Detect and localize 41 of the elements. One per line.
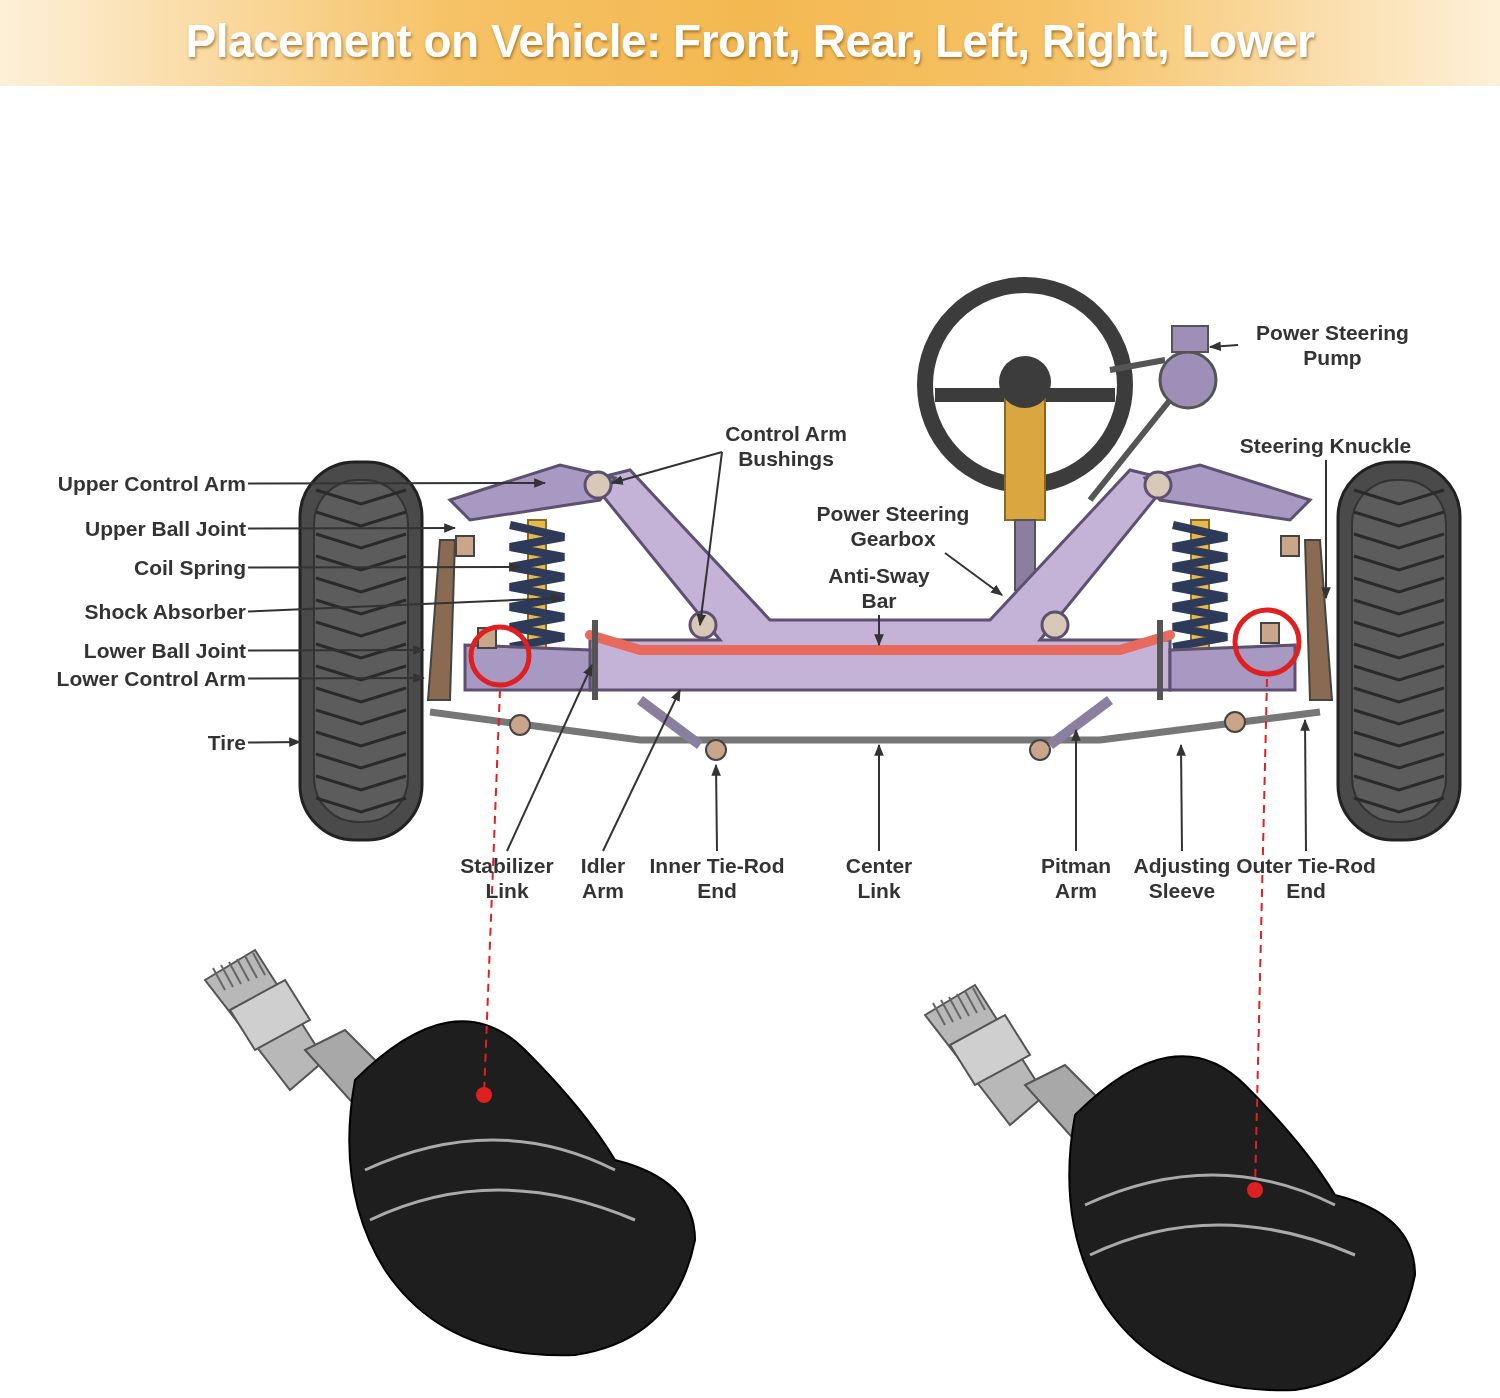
leader-line (247, 562, 522, 572)
leader-line (944, 552, 1003, 596)
leader-line (602, 688, 681, 852)
leader-line (247, 478, 547, 488)
leader-line (711, 763, 721, 852)
part-label: Upper Ball Joint (60, 516, 246, 541)
leader-line (247, 737, 302, 747)
leader-line (247, 645, 426, 655)
leader-line (247, 673, 426, 683)
title: Placement on Vehicle: Front, Rear, Left, Right, Lower (184, 14, 1316, 68)
leader-line (874, 614, 884, 647)
part-label: Control Arm Bushings (712, 421, 860, 471)
part-label: Upper Control Arm (36, 471, 246, 496)
leader-line (1071, 728, 1081, 852)
part-label: Outer Tie-Rod End (1236, 853, 1376, 903)
leader-line (247, 523, 457, 533)
part-label: Inner Tie-Rod End (646, 853, 788, 903)
part-label: Idler Arm (570, 853, 636, 903)
part-label: Power Steering Pump (1240, 320, 1425, 370)
leader-line (1321, 459, 1331, 600)
leader-line (1208, 341, 1239, 351)
part-label: Lower Control Arm (30, 666, 246, 691)
leader-line (610, 451, 723, 485)
part-label: Lower Ball Joint (60, 638, 246, 663)
part-label: Coil Spring (110, 555, 246, 580)
part-label: Tire (190, 730, 246, 755)
part-label: Center Link (836, 853, 922, 903)
leader-line (1176, 743, 1186, 852)
leader-line (696, 451, 723, 627)
dashed-leader-line (476, 689, 501, 1103)
part-label: Stabilizer Link (450, 853, 564, 903)
leader-line (874, 743, 884, 852)
part-label: Shock Absorber (60, 599, 246, 624)
part-label: Steering Knuckle (1228, 433, 1423, 458)
part-label: Power Steering Gearbox (805, 501, 981, 551)
part-label: Anti-Sway Bar (818, 563, 940, 613)
leader-line (506, 663, 593, 852)
dashed-leader-line (1247, 678, 1268, 1198)
leader-line (1300, 718, 1310, 852)
part-label: Pitman Arm (1034, 853, 1118, 903)
leader-line (247, 593, 564, 613)
